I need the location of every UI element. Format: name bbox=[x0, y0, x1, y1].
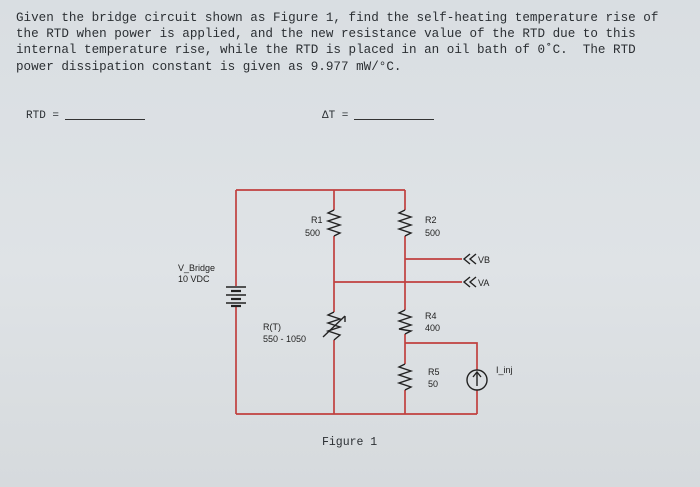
wire-current-source bbox=[405, 342, 478, 414]
current-source-icon bbox=[466, 369, 488, 391]
r4-name-label: R4 bbox=[425, 311, 437, 321]
rt-name-label: R(T) bbox=[263, 322, 281, 332]
rtd-answer: RTD = bbox=[26, 110, 146, 122]
problem-statement: Given the bridge circuit shown as Figure… bbox=[16, 10, 692, 75]
r4-resistor-icon bbox=[396, 309, 414, 335]
problem-line-1: Given the bridge circuit shown as Figure… bbox=[16, 11, 659, 25]
problem-line-2: the RTD when power is applied, and the n… bbox=[16, 27, 636, 42]
delta-t-answer: ΔT = bbox=[322, 110, 435, 122]
r1-resistor-icon bbox=[325, 209, 343, 237]
r5-value-label: 50 bbox=[428, 379, 438, 389]
battery-icon bbox=[226, 286, 246, 308]
figure-caption: Figure 1 bbox=[322, 436, 378, 449]
problem-line-3: internal temperature rise, while the RTD… bbox=[16, 43, 636, 58]
r2-name-label: R2 bbox=[425, 215, 437, 225]
r2-value-label: 500 bbox=[425, 228, 440, 238]
rtd-answer-blank[interactable] bbox=[65, 111, 146, 120]
rtd-answer-label: RTD = bbox=[26, 110, 60, 122]
current-source-label: I_inj bbox=[496, 365, 513, 375]
delta-t-answer-blank[interactable] bbox=[354, 111, 435, 120]
problem-line-4: power dissipation constant is given as 9… bbox=[16, 59, 402, 74]
va-label: VA bbox=[478, 278, 489, 288]
r5-name-label: R5 bbox=[428, 367, 440, 377]
r2-resistor-icon bbox=[396, 209, 414, 237]
source-name-label: V_Bridge bbox=[178, 263, 215, 273]
vb-connector-icon bbox=[462, 253, 477, 265]
r4-value-label: 400 bbox=[425, 323, 440, 333]
delta-t-answer-label: ΔT = bbox=[322, 110, 349, 122]
rt-value-label: 550 - 1050 bbox=[263, 334, 306, 344]
va-connector-icon bbox=[462, 276, 477, 288]
vb-label: VB bbox=[478, 255, 490, 265]
rtd-variable-resistor-icon bbox=[322, 311, 346, 341]
source-value-label: 10 VDC bbox=[178, 274, 210, 284]
r1-name-label: R1 bbox=[311, 215, 323, 225]
r5-resistor-icon bbox=[396, 363, 414, 391]
r1-value-label: 500 bbox=[305, 228, 320, 238]
